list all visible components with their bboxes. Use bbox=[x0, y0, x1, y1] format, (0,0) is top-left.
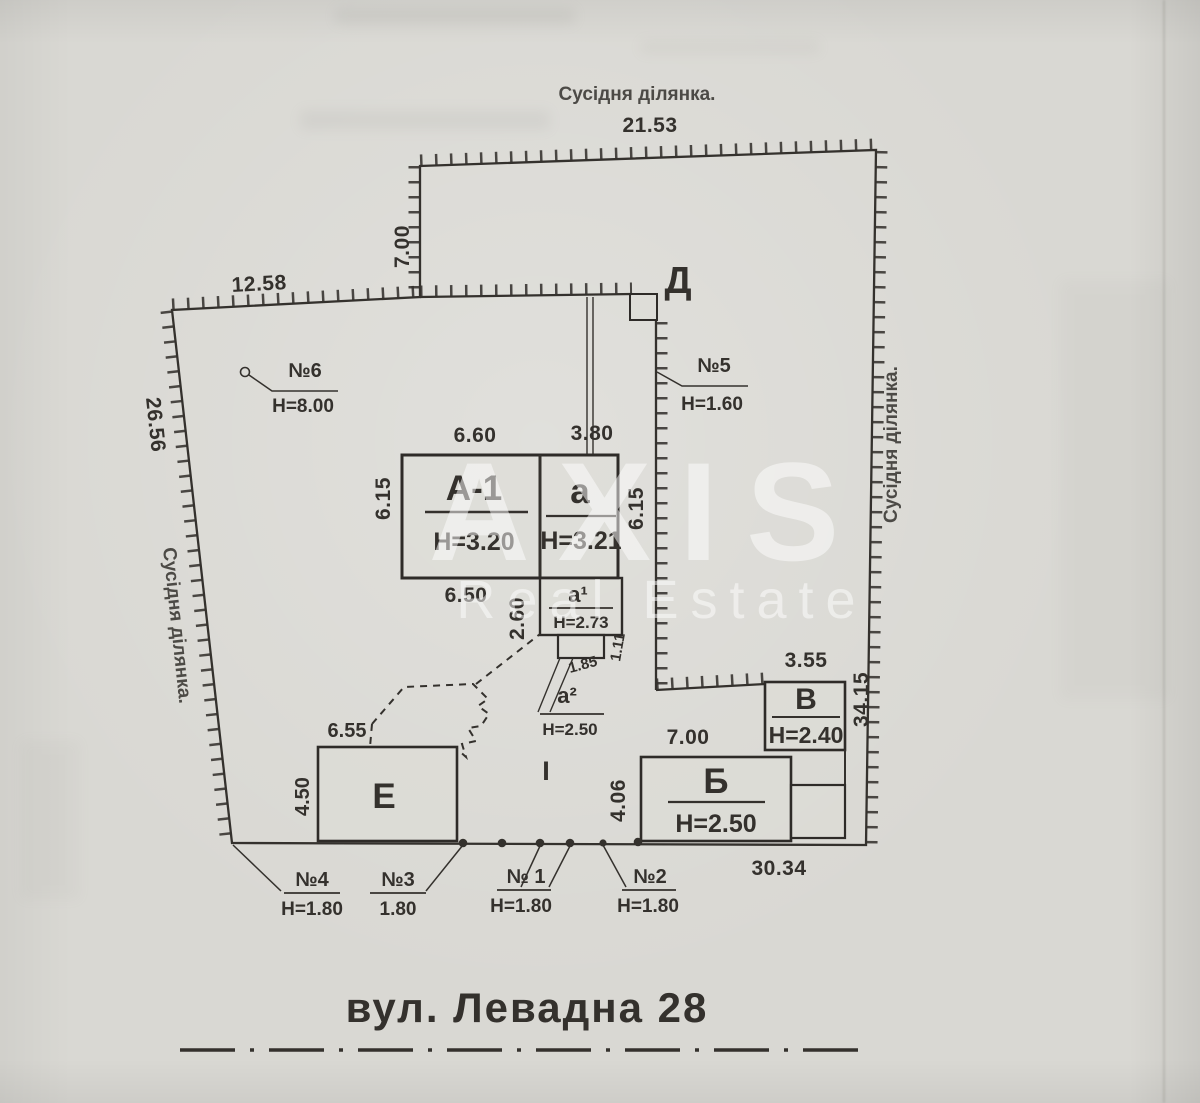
dim-northwest: 12.58 bbox=[231, 271, 287, 297]
building-e-dim-top: 6.55 bbox=[328, 720, 367, 742]
marker-no6-id: №6 bbox=[288, 360, 321, 382]
building-a2x-label: а² bbox=[557, 683, 577, 708]
building-a1x-dim-right: 1.11 bbox=[607, 632, 629, 663]
fence-ticks-north bbox=[419, 282, 633, 297]
marker-no4-id: №4 bbox=[295, 869, 329, 891]
marker-no2-id: №2 bbox=[633, 866, 666, 888]
survey-point bbox=[497, 838, 507, 848]
dim-top: 21.53 bbox=[622, 114, 677, 137]
survey-point bbox=[633, 837, 643, 847]
dim-south: 30.34 bbox=[751, 857, 806, 880]
dashed-structure-leader bbox=[475, 633, 541, 685]
pole-no6-symbol bbox=[239, 366, 251, 378]
bleedthrough-smudge bbox=[300, 110, 550, 130]
building-b-dim-top: 7.00 bbox=[667, 726, 710, 749]
no3-leader bbox=[425, 844, 464, 892]
zone-mark: I bbox=[542, 756, 550, 786]
street-title: вул. Левадна 28 bbox=[346, 984, 709, 1031]
building-b-annex bbox=[789, 783, 847, 840]
building-a1x-outline bbox=[538, 576, 624, 637]
building-a1x-height: H=2.73 bbox=[553, 613, 608, 632]
a2x-leader bbox=[549, 657, 574, 713]
building-b-dim-left: 4.06 bbox=[607, 779, 630, 822]
building-a1x-porch bbox=[556, 633, 606, 660]
fence-line-north bbox=[419, 292, 633, 299]
neighbor-label-right: Сусідня ділянка. bbox=[881, 366, 902, 523]
building-a-dim-top: 3.80 bbox=[571, 422, 614, 445]
bleedthrough-smudge bbox=[1060, 280, 1170, 700]
no1-leader bbox=[548, 845, 571, 888]
marker-no5-id: №5 bbox=[697, 355, 730, 377]
marker-no4-height: H=1.80 bbox=[281, 899, 343, 920]
building-a1-dim-top: 6.60 bbox=[454, 424, 497, 447]
dim-east: 34.15 bbox=[850, 672, 873, 727]
survey-point bbox=[535, 838, 545, 848]
marker-no2-height: H=1.80 bbox=[617, 896, 679, 917]
building-a1-height: H=3.20 bbox=[433, 528, 514, 556]
building-a1-label: А-1 bbox=[446, 469, 502, 508]
bleedthrough-smudge bbox=[335, 8, 575, 24]
bleedthrough-smudge bbox=[20, 740, 80, 900]
building-a1x-dim-bottom: 1.85 bbox=[567, 653, 600, 677]
no2-leader bbox=[602, 844, 627, 888]
no5-leader bbox=[656, 371, 748, 387]
building-a-label: а bbox=[570, 472, 590, 511]
bleedthrough-smudge bbox=[640, 40, 820, 54]
survey-point bbox=[565, 838, 575, 848]
marker-no3-height: 1.80 bbox=[380, 899, 417, 920]
building-a1-dim-bottom: 6.50 bbox=[445, 584, 488, 607]
dashed-structure-outline bbox=[369, 723, 373, 748]
boundary-ticks-east bbox=[866, 150, 888, 846]
building-d-label: Д bbox=[664, 260, 691, 302]
building-e-outline bbox=[316, 745, 459, 843]
boundary-ticks-top bbox=[419, 138, 877, 166]
neighbor-label-top: Сусідня ділянка. bbox=[559, 84, 716, 105]
building-b-label: Б bbox=[703, 762, 728, 801]
dashed-structure-outline bbox=[371, 682, 491, 761]
boundary-ticks-northwest bbox=[171, 285, 421, 310]
no1-leader bbox=[520, 845, 541, 888]
a2x-leader bbox=[537, 657, 561, 713]
building-a1x-dim-left: 2.60 bbox=[506, 597, 529, 640]
no4-leader bbox=[232, 844, 282, 892]
building-e-dim-left: 4.50 bbox=[292, 777, 314, 816]
building-e-label: Е bbox=[372, 777, 395, 816]
watermark-subtitle: Real Estate bbox=[456, 570, 867, 630]
building-a-height: H=3.21 bbox=[540, 527, 621, 555]
neighbor-label-left: Сусідня ділянка. bbox=[158, 546, 195, 704]
fence-ticks-mid bbox=[655, 672, 766, 690]
marker-no5-height: H=1.60 bbox=[681, 394, 743, 415]
survey-point bbox=[599, 839, 607, 847]
building-v-height: H=2.40 bbox=[769, 722, 844, 748]
building-d-outline bbox=[629, 293, 658, 321]
marker-no6-height: H=8.00 bbox=[272, 396, 334, 417]
dim-upper-west: 7.00 bbox=[391, 225, 414, 268]
paper-crease bbox=[1163, 0, 1165, 1103]
building-v-dim-top: 3.55 bbox=[785, 649, 828, 672]
no6-leader bbox=[248, 374, 338, 392]
building-a-dim-right: 6.15 bbox=[625, 487, 648, 530]
building-a1-dim-left: 6.15 bbox=[372, 477, 395, 520]
building-a2x-height: H=2.50 bbox=[542, 720, 597, 739]
dim-west: 26.56 bbox=[141, 396, 170, 453]
building-a1x-label: а¹ bbox=[568, 582, 588, 607]
marker-no1-height: H=1.80 bbox=[490, 896, 552, 917]
watermark-logo: AXIS bbox=[429, 433, 868, 590]
marker-no3-id: №3 bbox=[381, 869, 414, 891]
building-b-height: H=2.50 bbox=[675, 810, 756, 838]
survey-point bbox=[458, 838, 468, 848]
marker-no1-id: № 1 bbox=[507, 866, 546, 888]
fence-line-mid bbox=[655, 682, 766, 692]
building-v-label: В bbox=[795, 683, 817, 716]
building-b-outline bbox=[639, 755, 793, 843]
